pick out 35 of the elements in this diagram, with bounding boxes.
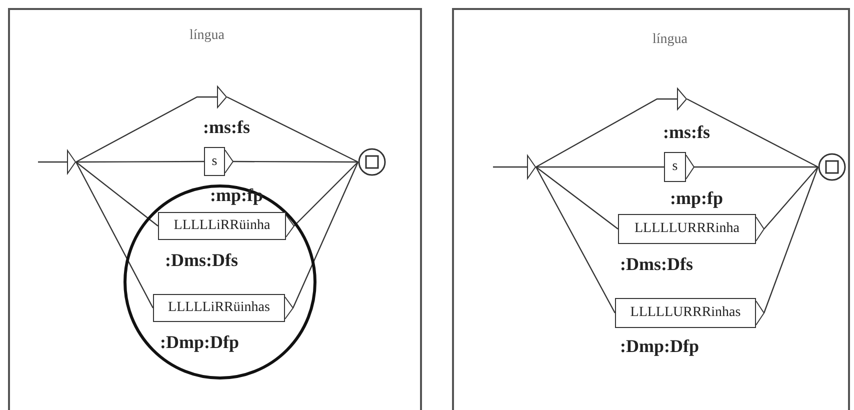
transition-line [76,160,204,163]
output-label: :ms:fs [663,122,710,143]
output-label: :Dmp:Dfp [620,336,699,357]
output-label: :Dms:Dfs [620,254,693,275]
state-triangle [67,150,76,174]
transition-line [536,166,618,230]
output-label: :Dmp:Dfp [160,332,239,353]
transition-line [535,166,616,314]
transition-line [292,162,359,308]
transition-line [764,166,818,230]
transition-line [686,98,818,168]
transition-line [38,161,67,163]
transition-line [536,98,677,168]
transition-line [75,162,154,308]
final-state-circle [818,153,846,181]
transition-line [763,166,819,314]
transition-line [536,166,664,168]
transition-line [694,166,818,168]
output-label: :mp:fp [210,185,263,206]
state-triangle [217,86,227,108]
output-label: :Dms:Dfs [165,250,238,271]
graph-panel [452,8,850,410]
transition-line [76,162,158,226]
graph-panel [8,8,422,410]
output-label: :mp:fp [670,188,723,209]
state-triangle [527,155,536,179]
final-state-circle [358,148,386,176]
output-label: :ms:fs [203,117,250,138]
transition-line [493,166,527,168]
transition-line [233,160,358,163]
state-triangle [677,88,687,110]
transition-line [226,96,358,163]
transition-line [76,96,217,163]
graph-title: língua [190,28,224,44]
graph-title: língua [652,32,688,48]
